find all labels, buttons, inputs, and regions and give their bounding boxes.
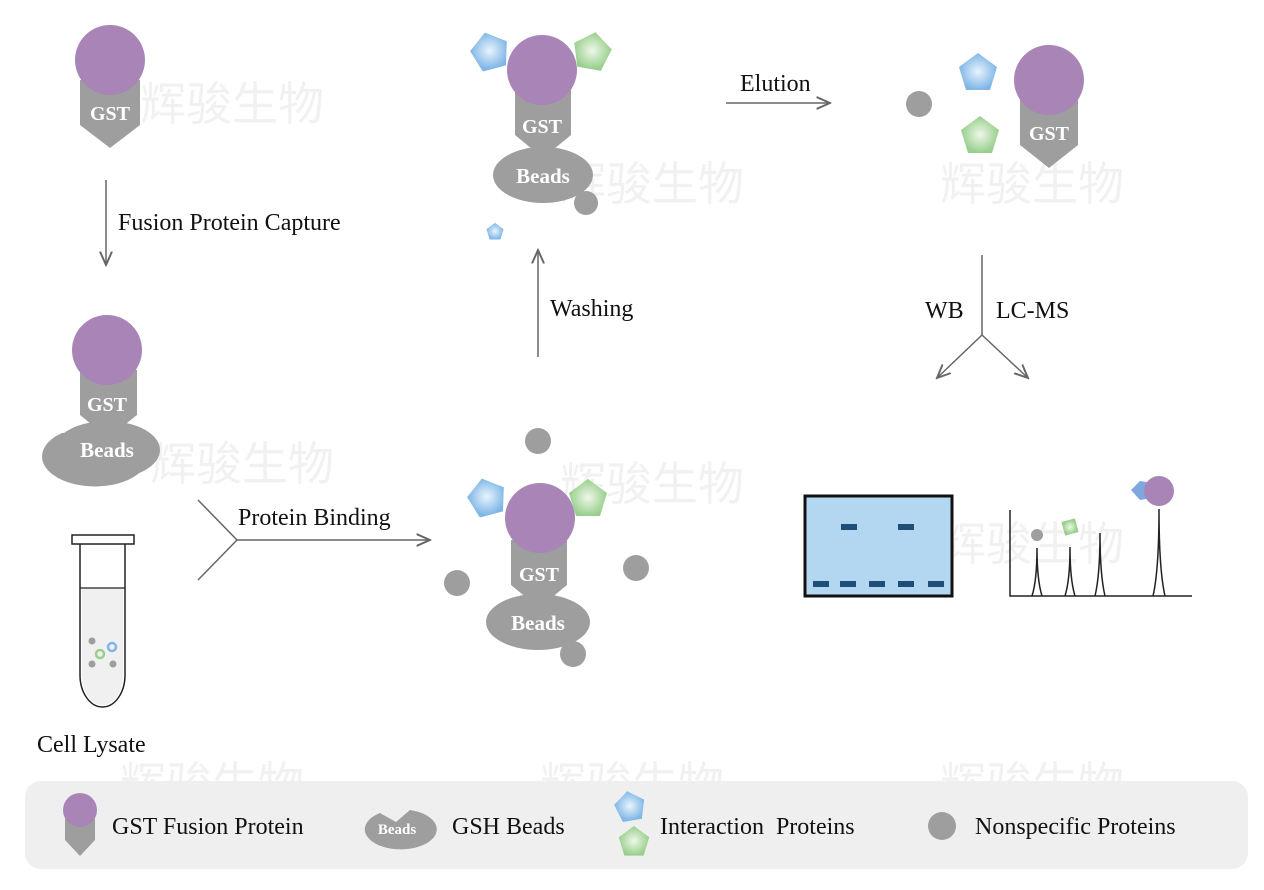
fusion-protein-circle	[75, 25, 145, 95]
ms-peak	[1094, 532, 1106, 597]
gel-band	[898, 581, 914, 587]
watermark-layer: 辉骏生物 辉骏生物 辉骏生物 辉骏生物 辉骏生物 辉骏生物 辉骏生物 辉骏生物 …	[120, 77, 1124, 811]
binding-complex: GST Beads	[444, 428, 649, 667]
ms-peak	[1152, 508, 1166, 597]
washed-complex: GST Beads	[466, 27, 615, 215]
nonspecific-protein	[1031, 529, 1043, 541]
nonspecific-protein	[444, 570, 470, 596]
cell-lysate-label: Cell Lysate	[37, 732, 146, 758]
beads-label: Beads	[80, 438, 134, 462]
gsh-beads-icon: Beads	[364, 810, 437, 850]
gst-fusion-protein: GST	[75, 25, 145, 148]
western-blot-gel	[803, 494, 954, 598]
beads-label: Beads	[516, 164, 570, 188]
lcms-label: LC-MS	[996, 298, 1069, 324]
washing-label: Washing	[550, 296, 633, 322]
legend-label: GST Fusion Protein	[112, 814, 304, 840]
cell-lysate-tube	[71, 534, 135, 708]
gst-label: GST	[1029, 123, 1070, 145]
nonspecific-protein	[560, 641, 586, 667]
gst-fusion-protein-icon	[63, 793, 97, 856]
ms-spectrum	[1009, 508, 1192, 597]
interaction-protein-blue	[959, 53, 997, 90]
eluted-proteins: GST	[906, 45, 1084, 168]
fusion-protein-circle	[72, 315, 142, 385]
legend: GST Fusion Protein Beads GSH Beads Inter…	[25, 781, 1248, 869]
interaction-protein-blue	[466, 27, 513, 74]
gsh-beads-icon-text: Beads	[378, 822, 417, 838]
lysate-liquid	[82, 588, 123, 706]
analysis-split-arrow	[937, 255, 1028, 378]
interaction-protein-blue	[463, 473, 510, 520]
fusion-protein-circle	[1144, 476, 1174, 506]
gst-label: GST	[519, 564, 560, 586]
gel-band	[869, 581, 885, 587]
ms-peak	[1031, 547, 1043, 597]
elution-label: Elution	[740, 71, 811, 97]
gst-tag-shape	[80, 80, 140, 148]
nonspecific-protein	[906, 91, 932, 117]
gel-band	[898, 524, 914, 530]
legend-label: GSH Beads	[452, 814, 565, 840]
gst-tag-shape	[80, 370, 137, 438]
legend-label: Interaction Proteins	[660, 814, 855, 840]
nonspecific-protein	[574, 191, 598, 215]
beads-label: Beads	[511, 611, 565, 635]
legend-box	[25, 781, 1248, 869]
interaction-protein-green	[961, 116, 999, 153]
ms-peak	[1064, 546, 1076, 597]
watermark: 辉骏生物	[150, 437, 334, 491]
watermark: 辉骏生物	[140, 77, 324, 131]
interaction-protein-blue	[486, 222, 504, 240]
watermark: 辉骏生物	[940, 157, 1124, 211]
ms-axes	[1009, 510, 1192, 597]
nonspecific-protein-icon	[928, 812, 956, 840]
interaction-protein-green	[570, 29, 615, 73]
gel-band	[813, 581, 829, 587]
gel-band	[840, 581, 856, 587]
fusion-capture-label: Fusion Protein Capture	[118, 210, 341, 236]
nonspecific-protein	[623, 555, 649, 581]
gst-label: GST	[87, 394, 128, 416]
nonspecific-protein	[525, 428, 551, 454]
gst-label: GST	[90, 103, 131, 125]
legend-label: Nonspecific Proteins	[975, 814, 1176, 840]
wb-label: WB	[925, 298, 964, 324]
gel-band	[928, 581, 944, 587]
gst-label: GST	[522, 116, 563, 138]
protein-binding-arrow	[197, 499, 430, 581]
protein-binding-label: Protein Binding	[238, 505, 391, 531]
watermark: 辉骏生物	[940, 517, 1124, 571]
interaction-protein-green	[1061, 518, 1079, 536]
gel-band	[841, 524, 857, 530]
gst-bead-complex: GST Beads	[42, 315, 160, 487]
